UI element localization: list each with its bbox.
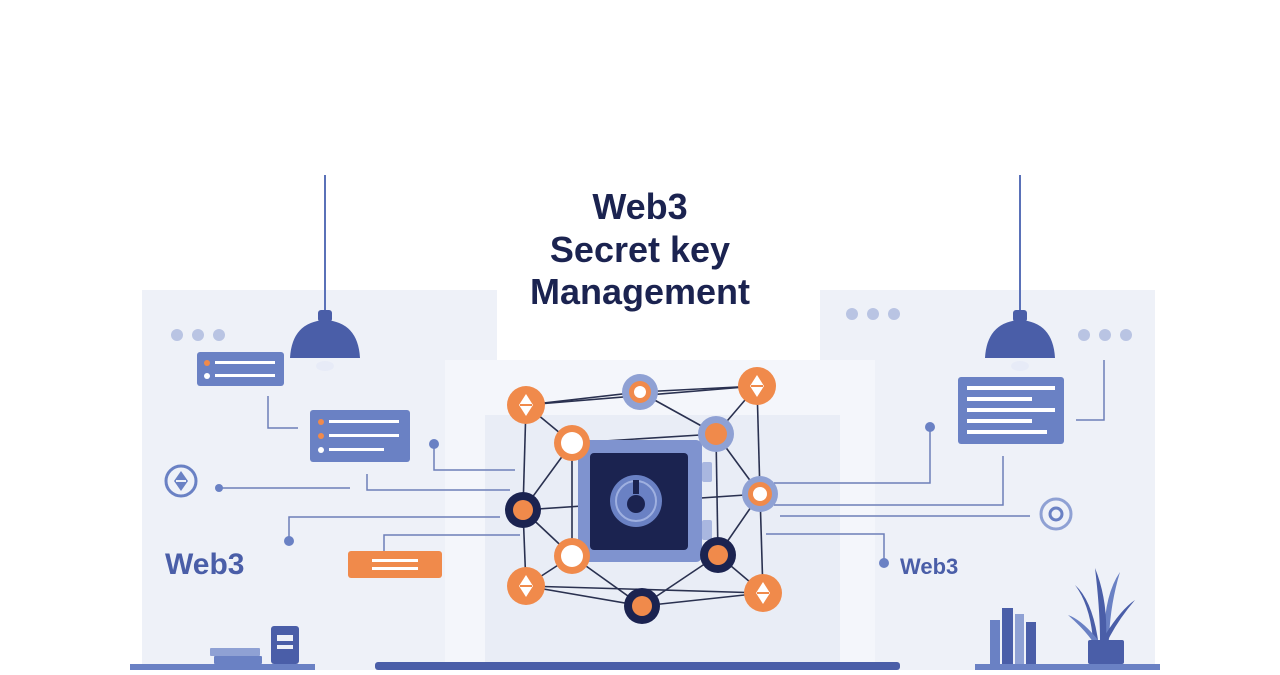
connector-dots	[215, 422, 935, 568]
orange-message-card-icon	[348, 551, 442, 578]
ring-node-icon	[742, 476, 778, 512]
ethereum-node-icon	[507, 567, 545, 605]
hero-title-line3: Management	[529, 271, 751, 312]
coin-icon	[164, 464, 198, 498]
ring-node-icon	[554, 425, 590, 461]
ring-node-icon	[700, 537, 736, 573]
books-icon	[990, 608, 1036, 664]
ring-coin-icon	[1039, 497, 1073, 531]
message-card-icon	[197, 352, 284, 386]
center-desk	[375, 662, 900, 670]
right-desk	[975, 664, 1160, 670]
ring-node-icon	[622, 374, 658, 410]
ring-node-icon	[698, 416, 734, 452]
window-dots-icon	[171, 308, 1132, 341]
right-web3-label: Web3	[900, 554, 959, 579]
hero-title: Web3 Secret key Management	[440, 185, 840, 313]
ring-node-icon	[505, 492, 541, 528]
left-desk	[130, 664, 315, 670]
message-card-icon	[958, 377, 1064, 444]
lamp-icon	[290, 175, 360, 371]
connector-lines	[219, 360, 1105, 562]
book-stack-icon	[210, 648, 262, 664]
plant-icon	[1068, 568, 1135, 664]
jar-icon	[271, 626, 299, 664]
ethereum-node-icon	[744, 574, 782, 612]
ring-node-icon	[624, 588, 660, 624]
left-web3-label: Web3	[165, 548, 245, 581]
hero-title-line1: Web3	[592, 186, 688, 227]
ethereum-node-icon	[507, 386, 545, 424]
hero-title-line2: Secret key	[549, 229, 731, 270]
lamp-icon	[985, 175, 1055, 371]
safe-vault-icon	[578, 440, 712, 562]
message-card-icon	[310, 410, 410, 462]
ethereum-node-icon	[738, 367, 776, 405]
ring-node-icon	[554, 538, 590, 574]
